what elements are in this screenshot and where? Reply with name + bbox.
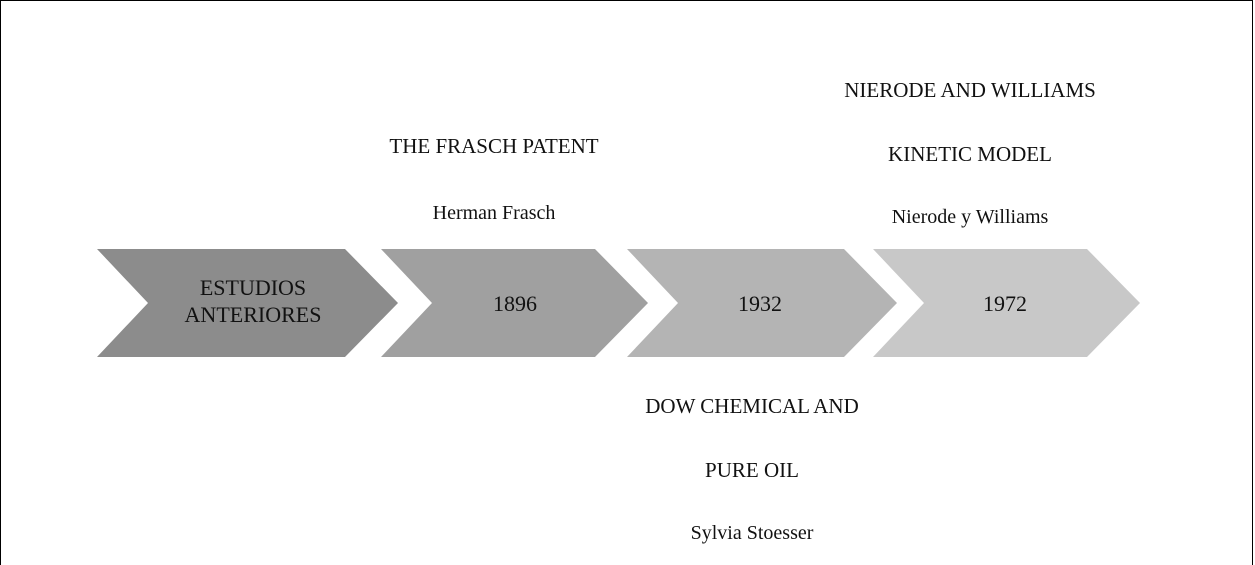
chevron-label-1896: 1896: [493, 291, 537, 316]
chevron-label-1932: 1932: [738, 291, 782, 316]
nierode-title-line1: NIERODE AND WILLIAMS: [844, 78, 1096, 102]
chevron-label-previous-line2: ANTERIORES: [185, 302, 322, 327]
chevron-1896: 1896: [381, 249, 648, 357]
chevron-shape-1972: [873, 249, 1140, 357]
chevron-1972: 1972: [873, 249, 1140, 357]
chevron-1932: 1932: [627, 249, 897, 357]
chevron-label-1972: 1972: [983, 291, 1027, 316]
chevron-shape-previous: [97, 249, 398, 357]
nierode-author: Nierode y Williams: [891, 206, 1049, 228]
dow-title-line1: DOW CHEMICAL AND: [645, 394, 859, 418]
chevron-previous-studies: ESTUDIOS ANTERIORES: [97, 249, 398, 357]
dow-author: Sylvia Stoesser: [690, 522, 814, 544]
dow-title-line2: PURE OIL: [705, 458, 799, 482]
nierode-title-line2: KINETIC MODEL: [888, 142, 1052, 166]
chevron-shape-1932: [627, 249, 897, 357]
chevron-shape-1896: [381, 249, 648, 357]
chevron-label-previous-line1: ESTUDIOS: [200, 275, 306, 300]
frasch-author: Herman Frasch: [432, 202, 556, 224]
frasch-title: THE FRASCH PATENT: [389, 134, 599, 158]
